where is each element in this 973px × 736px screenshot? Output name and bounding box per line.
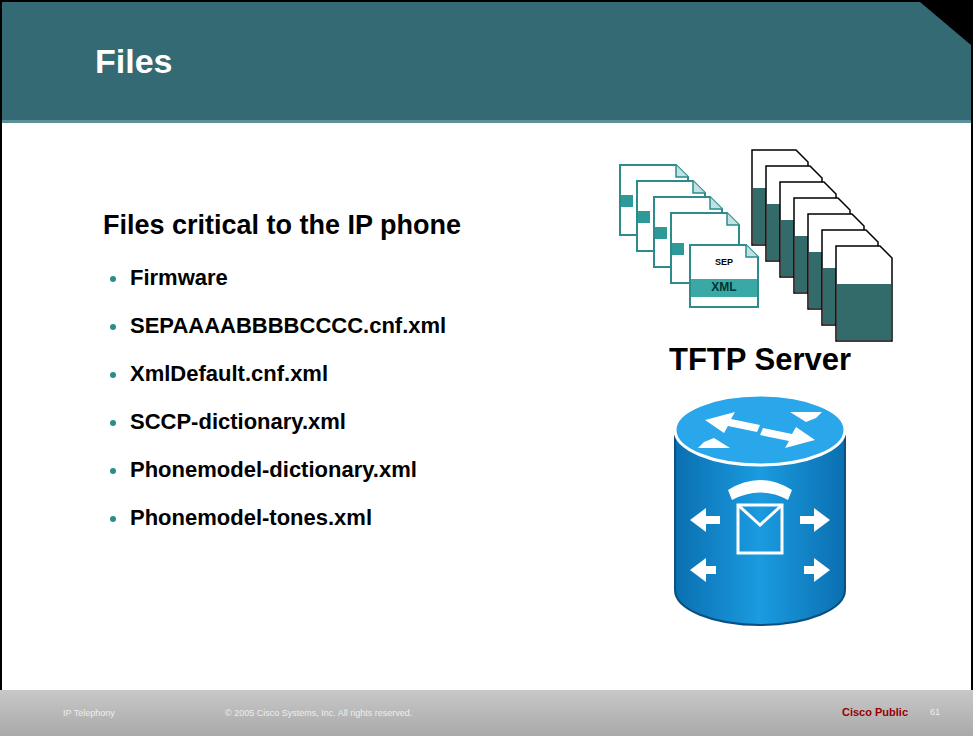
bullet-dot: [110, 468, 116, 474]
list-heading: Files critical to the IP phone: [103, 210, 461, 241]
footer-bar: [0, 690, 973, 736]
bullet-item: XmlDefault.cnf.xml: [130, 361, 328, 387]
bullet-dot: [110, 516, 116, 522]
bullet-dot: [110, 420, 116, 426]
title-rule: [2, 120, 971, 123]
bullet-item: Phonemodel-dictionary.xml: [130, 457, 417, 483]
page-number: 61: [930, 707, 940, 717]
router-icon: [675, 395, 845, 625]
title-band: [2, 2, 971, 120]
bullet-item: SCCP-dictionary.xml: [130, 409, 346, 435]
bullet-dot: [110, 276, 116, 282]
bullet-dot: [110, 324, 116, 330]
bullet-item: SEPAAAABBBBCCCC.cnf.xml: [130, 313, 446, 339]
icon-text: XML: [690, 280, 758, 294]
bullet-item: Phonemodel-tones.xml: [130, 505, 372, 531]
server-label: TFTP Server: [669, 342, 851, 378]
bullet-item: Firmware: [130, 265, 228, 291]
corner-triangle: [920, 2, 971, 45]
icon-text: SEP: [690, 257, 758, 267]
firmware-card-stack: [752, 150, 892, 341]
footer-classification: Cisco Public: [842, 706, 908, 718]
document-icon: SEP XML: [690, 245, 758, 307]
xml-document-stack: [620, 165, 758, 307]
slide-title: Files: [95, 42, 172, 81]
bullet-dot: [110, 372, 116, 378]
footer-text: © 2005 Cisco Systems, Inc. All rights re…: [225, 708, 412, 718]
footer-text: IP Telephony: [63, 708, 115, 718]
